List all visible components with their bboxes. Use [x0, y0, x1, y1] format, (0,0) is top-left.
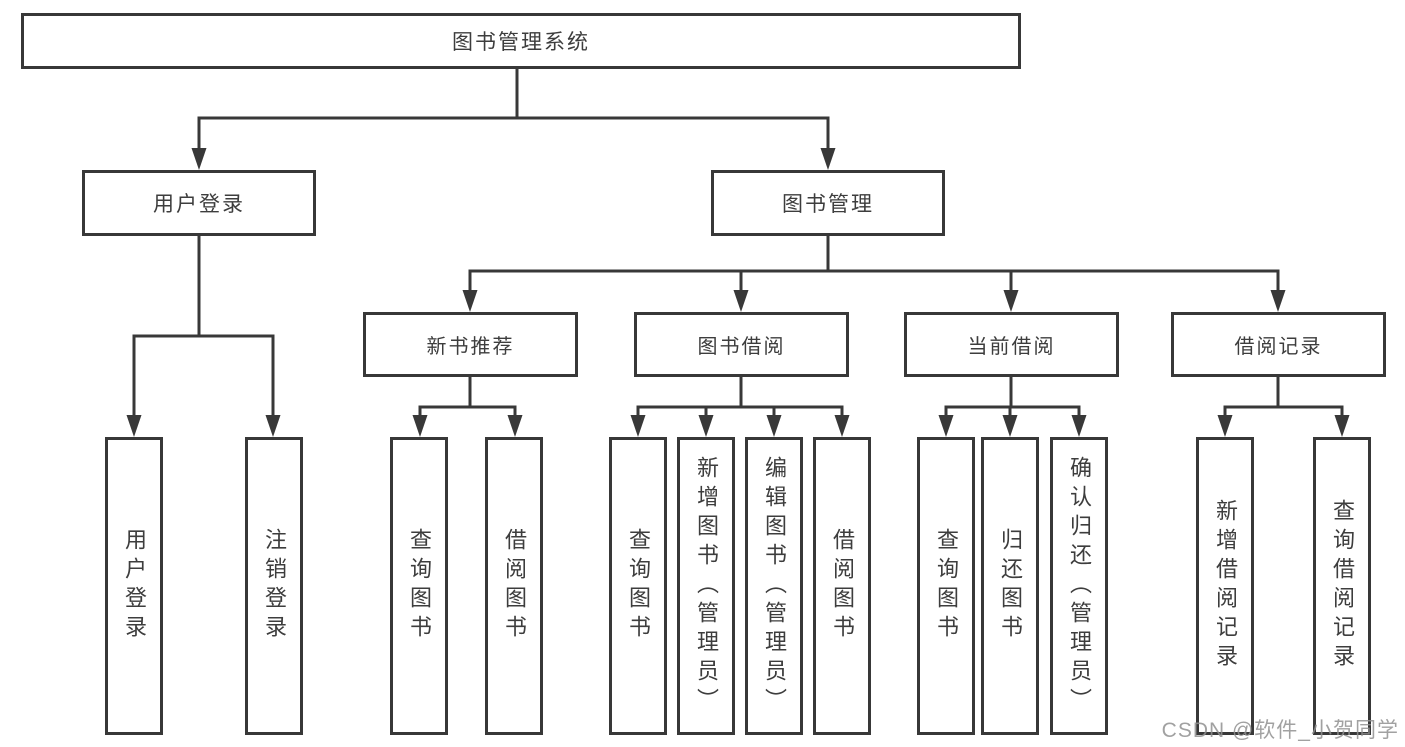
node-book-management: 图书管理: [711, 170, 945, 236]
leaf-query-books-current-label: 查询图书: [934, 528, 959, 644]
connector-user-login-branch: [126, 236, 281, 437]
node-book-management-label: 图书管理: [782, 193, 874, 216]
leaf-edit-books-admin: 编辑图书（管理员）: [745, 437, 803, 735]
leaf-user-login: 用户登录: [105, 437, 163, 735]
node-user-login-label: 用户登录: [153, 193, 245, 216]
leaf-logout-label: 注销登录: [262, 528, 287, 644]
arrowhead: [698, 415, 714, 437]
leaf-add-borrow-record-label: 新增借阅记录: [1213, 499, 1238, 673]
leaf-query-books-recommend: 查询图书: [390, 437, 448, 735]
arrowhead: [412, 415, 428, 437]
leaf-query-borrow-record: 查询借阅记录: [1313, 437, 1371, 735]
arrowhead: [766, 415, 782, 437]
node-borrow-record-label: 借阅记录: [1234, 336, 1323, 358]
node-book-borrow: 图书借阅: [634, 312, 849, 377]
node-new-book-recommend: 新书推荐: [363, 312, 578, 377]
arrowhead: [1071, 415, 1087, 437]
connector-new-book-branch: [412, 377, 523, 437]
leaf-confirm-return-admin-label: 确认归还（管理员）: [1067, 455, 1092, 717]
node-current-borrow-label: 当前借阅: [967, 336, 1056, 358]
leaf-borrow-books-label: 借阅图书: [830, 528, 855, 644]
arrowhead: [191, 148, 207, 170]
connector-book-borrow-branch: [630, 377, 850, 437]
arrowhead: [507, 415, 523, 437]
arrowhead: [630, 415, 646, 437]
connector-borrow-record-branch: [1217, 377, 1350, 437]
leaf-edit-books-admin-label: 编辑图书（管理员）: [762, 455, 787, 717]
leaf-add-books-admin: 新增图书（管理员）: [677, 437, 735, 735]
arrowhead: [938, 415, 954, 437]
leaf-borrow-books-recommend-label: 借阅图书: [502, 528, 527, 644]
node-borrow-record: 借阅记录: [1171, 312, 1386, 377]
node-user-login: 用户登录: [82, 170, 316, 236]
arrowhead: [126, 415, 142, 437]
leaf-logout: 注销登录: [245, 437, 303, 735]
arrowhead: [265, 415, 281, 437]
arrowhead: [1217, 415, 1233, 437]
leaf-user-login-label: 用户登录: [122, 528, 147, 644]
leaf-query-books-recommend-label: 查询图书: [407, 528, 432, 644]
leaf-query-books-borrow: 查询图书: [609, 437, 667, 735]
leaf-add-borrow-record: 新增借阅记录: [1196, 437, 1254, 735]
arrowhead: [834, 415, 850, 437]
arrowhead: [820, 148, 836, 170]
node-root-system: 图书管理系统: [21, 13, 1021, 69]
node-book-borrow-label: 图书借阅: [697, 336, 786, 358]
watermark: CSDN @软件_小贺同学: [1161, 719, 1399, 742]
arrowhead: [733, 290, 749, 312]
leaf-query-books-borrow-label: 查询图书: [626, 528, 651, 644]
node-current-borrow: 当前借阅: [904, 312, 1119, 377]
arrowhead: [1334, 415, 1350, 437]
connector-root-branch: [191, 69, 836, 170]
connector-current-borrow-branch: [938, 377, 1087, 437]
arrowhead: [1003, 290, 1019, 312]
leaf-borrow-books-recommend: 借阅图书: [485, 437, 543, 735]
leaf-add-books-admin-label: 新增图书（管理员）: [694, 455, 719, 717]
leaf-query-borrow-record-label: 查询借阅记录: [1330, 499, 1355, 673]
arrowhead: [1002, 415, 1018, 437]
node-new-book-recommend-label: 新书推荐: [426, 336, 515, 358]
leaf-confirm-return-admin: 确认归还（管理员）: [1050, 437, 1108, 735]
leaf-return-books: 归还图书: [981, 437, 1039, 735]
arrowhead: [1270, 290, 1286, 312]
leaf-query-books-current: 查询图书: [917, 437, 975, 735]
connector-book-management-branch: [462, 236, 1286, 312]
leaf-borrow-books: 借阅图书: [813, 437, 871, 735]
node-root-system-label: 图书管理系统: [452, 31, 590, 54]
arrowhead: [462, 290, 478, 312]
leaf-return-books-label: 归还图书: [998, 528, 1023, 644]
